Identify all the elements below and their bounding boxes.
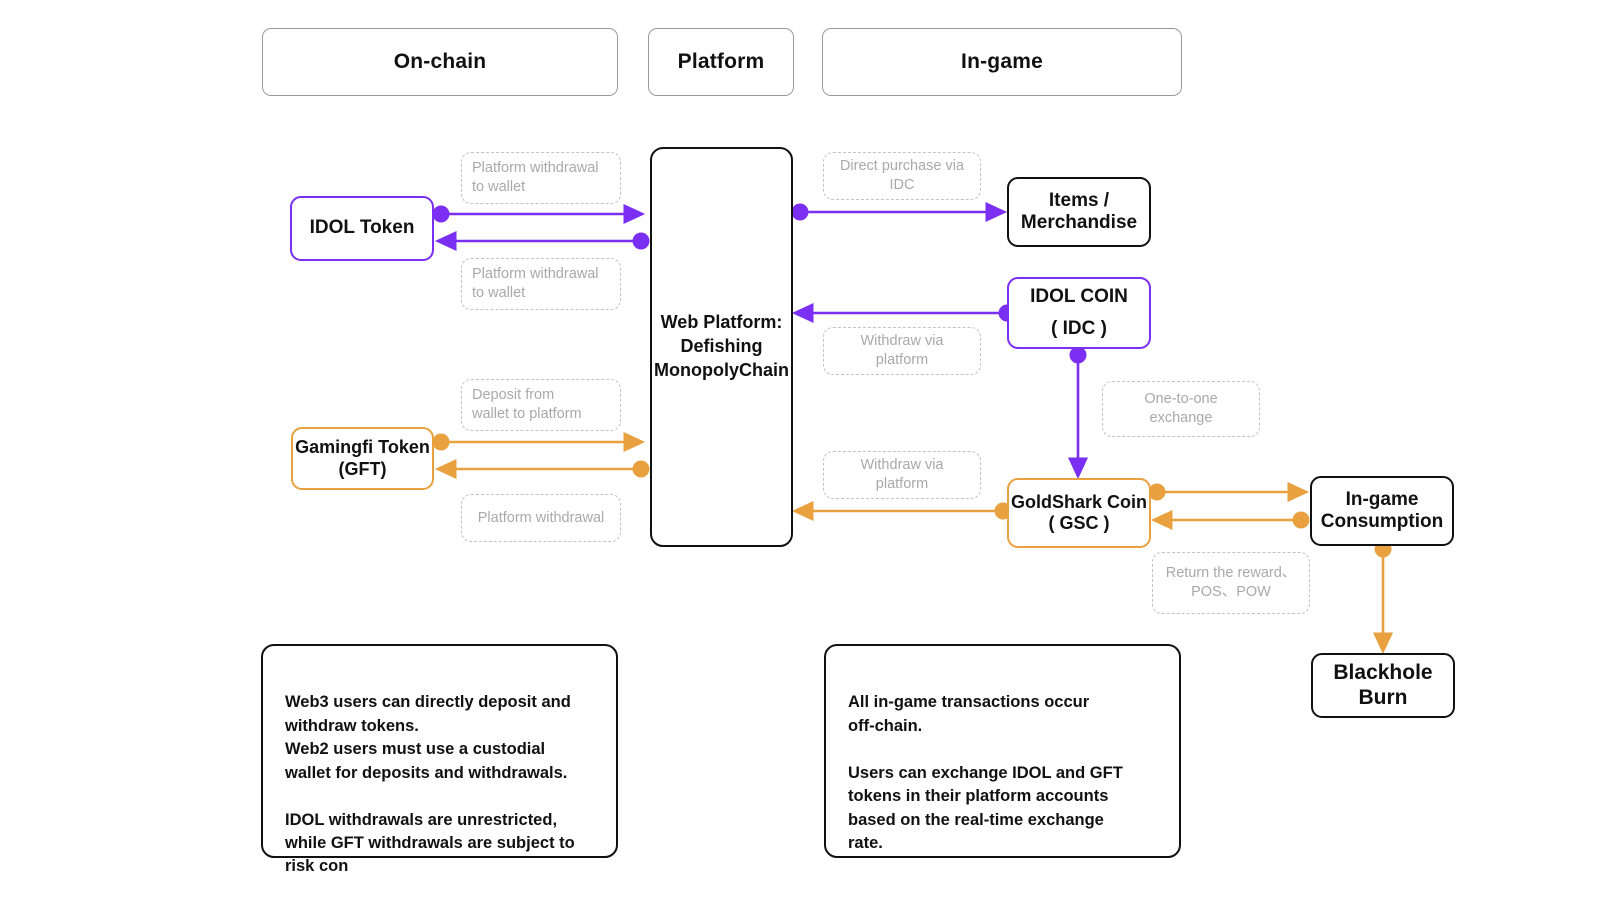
node-gamingfi-token[interactable]: Gamingfi Token (GFT) <box>291 427 434 490</box>
label-return-the-reward: Return the reward、 POS、POW <box>1152 552 1310 614</box>
label-platform-withdrawal: Platform withdrawal <box>461 494 621 542</box>
note-left-text: Web3 users can directly deposit and with… <box>285 693 575 876</box>
edge-goldshark-to-platform <box>791 500 1012 522</box>
label-platform-withdrawal-to-wallet-2: Platform withdrawal to wallet <box>461 258 621 310</box>
node-web-platform-label: Web Platform: Defishing MonopolyChain <box>654 312 789 380</box>
node-ingame-consumption-label: In-game Consumption <box>1320 488 1444 532</box>
label-text: Withdraw via platform <box>860 457 944 492</box>
edge-platform-to-items <box>791 201 1008 223</box>
label-text: Platform withdrawal <box>477 509 605 526</box>
header-in-game: In-game <box>822 28 1182 96</box>
node-items-merchandise-label: Items / Merchandise <box>1020 189 1138 233</box>
note-right-text: All in-game transactions occur off-chain… <box>848 693 1123 852</box>
label-deposit-from-wallet-to-platform: Deposit from wallet to platform <box>461 379 621 431</box>
label-one-to-one-exchange: One-to-one exchange <box>1102 381 1260 437</box>
label-text: Withdraw via platform <box>860 333 944 368</box>
node-idol-coin-label: IDOL COIN ( IDC ) <box>1030 285 1128 339</box>
header-on-chain: On-chain <box>262 28 618 96</box>
node-idol-token-label: IDOL Token <box>309 217 415 239</box>
edge-platform-to-gft <box>434 458 650 480</box>
header-in-game-label: In-game <box>961 49 1043 73</box>
header-platform: Platform <box>648 28 794 96</box>
node-goldshark-coin[interactable]: GoldShark Coin ( GSC ) <box>1007 478 1151 548</box>
label-platform-withdrawal-to-wallet-1: Platform withdrawal to wallet <box>461 152 621 204</box>
node-ingame-consumption[interactable]: In-game Consumption <box>1310 476 1454 546</box>
label-text: Platform withdrawal to wallet <box>472 160 599 195</box>
node-idol-token[interactable]: IDOL Token <box>290 196 434 261</box>
label-text: Return the reward、 POS、POW <box>1165 565 1297 600</box>
edge-goldshark-to-ingame <box>1148 481 1310 503</box>
label-text: Direct purchase via IDC <box>839 158 965 193</box>
edge-platform-to-idol-token <box>434 230 650 252</box>
node-goldshark-coin-label: GoldShark Coin ( GSC ) <box>1010 491 1147 533</box>
node-idol-coin[interactable]: IDOL COIN ( IDC ) <box>1007 277 1151 349</box>
label-withdraw-via-platform-idc: Withdraw via platform <box>823 327 981 375</box>
node-blackhole-burn-label: Blackhole Burn <box>1333 660 1433 709</box>
edge-idol-token-to-platform <box>432 203 646 225</box>
label-text: Deposit from wallet to platform <box>472 387 582 422</box>
edge-ingame-to-blackhole <box>1372 540 1394 655</box>
node-items-merchandise[interactable]: Items / Merchandise <box>1007 177 1151 247</box>
edge-gft-to-platform <box>432 431 646 453</box>
header-on-chain-label: On-chain <box>393 49 487 73</box>
label-text: Platform withdrawal to wallet <box>472 266 599 301</box>
node-web-platform[interactable]: Web Platform: Defishing MonopolyChain <box>650 147 793 547</box>
node-blackhole-burn[interactable]: Blackhole Burn <box>1311 653 1455 718</box>
note-right: All in-game transactions occur off-chain… <box>824 644 1181 858</box>
note-left: Web3 users can directly deposit and with… <box>261 644 618 875</box>
edge-idol-coin-to-goldshark <box>1067 346 1089 480</box>
node-gamingfi-token-label: Gamingfi Token (GFT) <box>295 437 430 479</box>
header-platform-label: Platform <box>677 49 765 73</box>
label-withdraw-via-platform-gsc: Withdraw via platform <box>823 451 981 499</box>
label-text: One-to-one exchange <box>1144 391 1218 426</box>
label-direct-purchase-via-idc: Direct purchase via IDC <box>823 152 981 200</box>
edge-ingame-to-goldshark <box>1150 509 1310 531</box>
edge-idol-coin-to-platform <box>791 302 1016 324</box>
